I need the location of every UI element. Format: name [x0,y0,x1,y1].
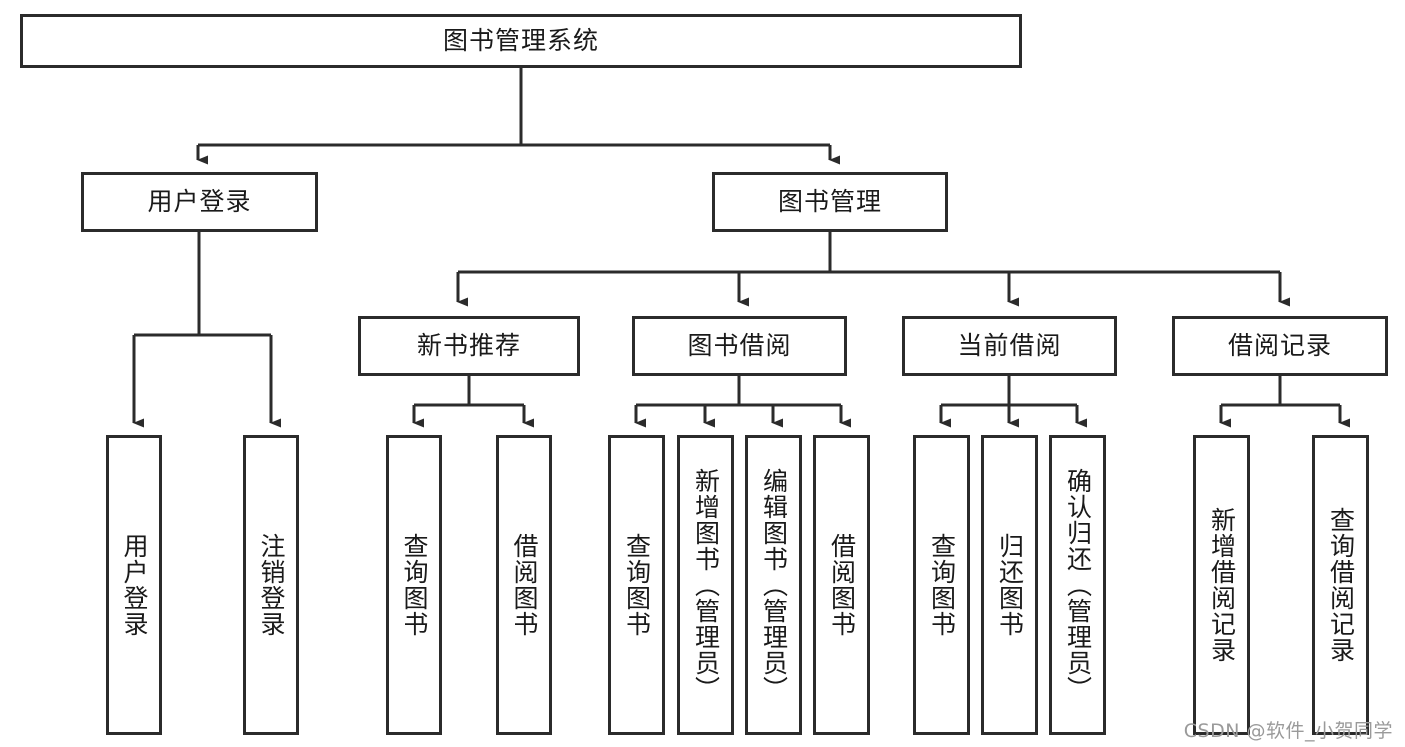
node-root-system[interactable]: 图书管理系统 [20,14,1022,68]
node-current-borrow[interactable]: 当前借阅 [902,316,1117,376]
node-label: 借阅图书 [510,533,539,637]
leaf-logout-login[interactable]: 注销登录 [243,435,299,735]
leaf-query-book-2[interactable]: 查询图书 [608,435,665,735]
leaf-edit-book[interactable]: 编辑图书（管理员） [745,435,802,735]
node-label: 借阅记录 [1227,331,1332,360]
node-label: 归还图书 [995,533,1025,637]
node-label: 编辑图书（管理员） [759,468,789,702]
node-label: 当前借阅 [957,331,1062,360]
leaf-add-record[interactable]: 新增借阅记录 [1193,435,1250,735]
leaf-borrow-book-2[interactable]: 借阅图书 [813,435,870,735]
node-book-borrow[interactable]: 图书借阅 [632,316,847,376]
leaf-query-book-1[interactable]: 查询图书 [386,435,442,735]
node-book-management[interactable]: 图书管理 [712,172,948,232]
node-label: 图书管理 [777,187,882,216]
leaf-query-book-3[interactable]: 查询图书 [913,435,970,735]
node-label: 图书借阅 [687,331,792,360]
node-label: 查询借阅记录 [1326,507,1356,663]
node-label: 查询图书 [400,533,429,637]
node-label: 注销登录 [257,533,286,637]
leaf-add-book[interactable]: 新增图书（管理员） [677,435,734,735]
watermark-text: CSDN @软件_小贺同学 [1183,720,1393,742]
node-label: 确认归还（管理员） [1063,468,1093,702]
node-label: 查询图书 [927,533,957,637]
node-label: 用户登录 [147,187,252,216]
leaf-return-book[interactable]: 归还图书 [981,435,1038,735]
node-label: 查询图书 [622,533,652,637]
node-label: 图书管理系统 [442,26,599,55]
node-new-book-recommend[interactable]: 新书推荐 [358,316,580,376]
node-borrow-record[interactable]: 借阅记录 [1172,316,1388,376]
leaf-borrow-book-1[interactable]: 借阅图书 [496,435,552,735]
leaf-query-record[interactable]: 查询借阅记录 [1312,435,1369,735]
node-label: 借阅图书 [827,533,857,637]
leaf-confirm-return[interactable]: 确认归还（管理员） [1049,435,1106,735]
node-label: 新书推荐 [416,331,521,360]
node-label: 新增图书（管理员） [691,468,721,702]
leaf-user-login[interactable]: 用户登录 [106,435,162,735]
node-label: 用户登录 [120,533,149,637]
node-label: 新增借阅记录 [1207,507,1237,663]
node-user-login[interactable]: 用户登录 [81,172,318,232]
